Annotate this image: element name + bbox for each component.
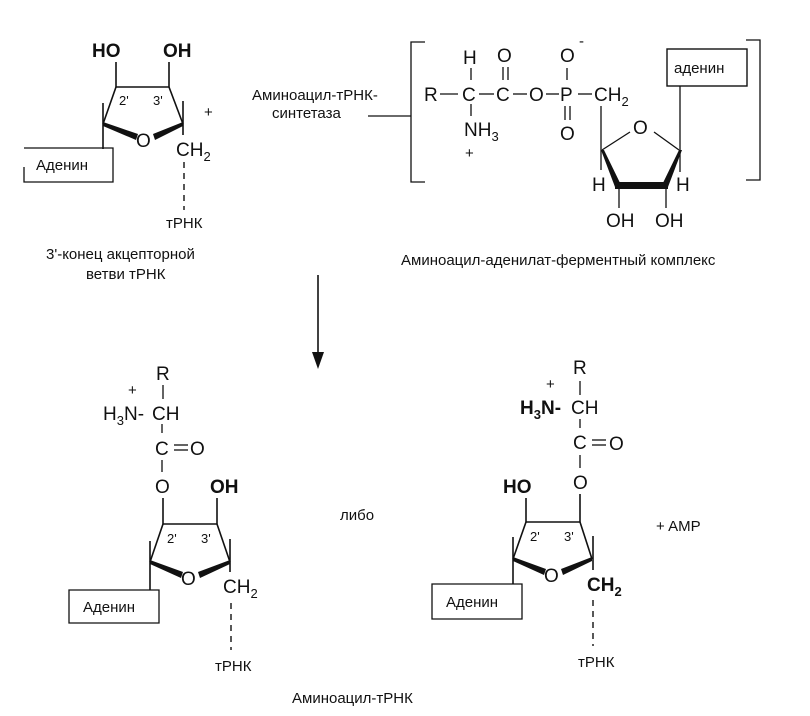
left-bracket [410, 41, 425, 183]
bond-c4-o [601, 131, 631, 151]
complex-caption: Аминоацил-аденилат-ферментный комплекс [401, 252, 716, 269]
c3-number: 3' [153, 93, 163, 108]
alpha-ch: CH [571, 398, 598, 419]
carbonyl-carbon: C [496, 85, 510, 106]
h-right: H [676, 175, 690, 196]
ch2-label: CH2 [223, 577, 258, 601]
ho-2-label: HO [92, 41, 121, 62]
adenine-label: Аденин [36, 157, 88, 174]
either-label: либо [340, 507, 374, 524]
caption-line-2: ветви тРНК [86, 266, 166, 283]
ring-oxygen: O [136, 131, 151, 152]
product-caption: Аминоацил-тРНК [292, 690, 413, 707]
alpha-ch: CH [152, 404, 179, 425]
wedge-c1-o [103, 122, 138, 140]
plus-amp-label: + AMP [656, 518, 701, 535]
bond-o-c1 [653, 131, 680, 151]
ester-oxygen: O [155, 477, 170, 498]
adenine-box [23, 147, 114, 183]
h-left: H [592, 175, 606, 196]
minus-charge: - [579, 33, 584, 50]
right-bracket [746, 39, 761, 181]
plus-sign: + [204, 104, 213, 121]
c2-number: 2' [530, 529, 540, 544]
wedge-c4-o [153, 122, 183, 140]
amino-group: H3N- [103, 404, 144, 428]
enzyme-label-line-2: синтетаза [272, 105, 341, 122]
ester-oxygen: O [529, 85, 544, 106]
aminoacyl-trna-2-prime: R + H3N- CH C O O OH 2' 3' O CH2 тРНК Ад… [68, 364, 258, 675]
ribose-ring-oxygen: O [633, 118, 648, 139]
ch2-label: CH2 [176, 140, 211, 164]
wedge-c1-c2 [661, 150, 682, 187]
c3-number: 3' [201, 531, 211, 546]
alpha-hydrogen: H [463, 48, 477, 69]
bond-c2-c1 [102, 86, 117, 125]
oh-3-label: OH [210, 477, 239, 498]
adenine-box [431, 583, 523, 620]
carbonyl-carbon: C [155, 439, 169, 460]
trna-label: тРНК [166, 215, 203, 232]
amino-plus: + [546, 376, 555, 393]
adenine-box [666, 48, 748, 87]
c2-number: 2' [167, 531, 177, 546]
wedge-c4-o [561, 557, 592, 575]
carbonyl-oxygen: O [190, 439, 205, 460]
wedge-c4-o [198, 560, 230, 578]
bond-c3-c4 [579, 521, 593, 560]
aminoacyl-trna-3-prime: R + H3N- CH C O O HO 2' 3' O CH2 тРНК Ад… [431, 358, 624, 671]
bond-c2-c1 [149, 523, 164, 563]
phosphate-o-minus: O [560, 46, 575, 67]
wedge-c3-c2 [615, 182, 668, 189]
bond-c2-c1 [512, 521, 527, 560]
reaction-arrow [312, 275, 324, 369]
c3-number: 3' [564, 529, 574, 544]
wedge-c1-o [150, 560, 183, 578]
arrow-head-icon [312, 352, 324, 369]
enzyme-label-line-1: Аминоацил-тРНК- [252, 87, 378, 104]
ch2-group: CH2 [594, 85, 629, 109]
adenine-box [68, 589, 160, 624]
ring-oxygen: O [544, 566, 559, 587]
carbonyl-oxygen: O [497, 46, 512, 67]
amino-plus: + [128, 382, 137, 399]
amino-plus: + [465, 145, 474, 162]
phosphate-o-double: O [560, 124, 575, 145]
phosphorus: P [560, 85, 573, 106]
ho-2-label: HO [503, 477, 532, 498]
adenine-label: аденин [674, 60, 724, 77]
amino-group: NH3 [464, 120, 499, 144]
enzyme-label: Аминоацил-тРНК- синтетаза [252, 87, 411, 122]
alpha-carbon: C [462, 85, 476, 106]
ring-oxygen: O [181, 569, 196, 590]
adenine-label: Аденин [83, 599, 135, 616]
carbonyl-carbon: C [573, 433, 587, 454]
ch2-label: CH2 [587, 575, 622, 599]
c2-number: 2' [119, 93, 129, 108]
caption-line-1: 3'-конец акцепторной [46, 246, 195, 263]
bond-c3-c4 [168, 86, 184, 125]
oh-3-label: OH [163, 41, 192, 62]
trna-3-end-structure: HO OH 2' 3' O + CH2 тРНК Аденин 3'-конец… [23, 41, 213, 283]
r-group: R [573, 358, 587, 379]
bond-c3-c4 [216, 523, 231, 563]
ester-oxygen: O [573, 473, 588, 494]
r-group: R [424, 85, 438, 106]
oh-left: OH [606, 211, 635, 232]
trna-label: тРНК [215, 658, 252, 675]
aminoacyl-adenylate-complex: R C H NH3 + C O O P O - O CH2 O H H [401, 33, 761, 269]
carbonyl-oxygen: O [609, 434, 624, 455]
wedge-c1-o [513, 557, 546, 575]
trna-label: тРНК [578, 654, 615, 671]
adenine-label: Аденин [446, 594, 498, 611]
r-group: R [156, 364, 170, 385]
wedge-c4-c3 [601, 150, 622, 187]
oh-right: OH [655, 211, 684, 232]
amino-group: H3N- [520, 398, 561, 422]
